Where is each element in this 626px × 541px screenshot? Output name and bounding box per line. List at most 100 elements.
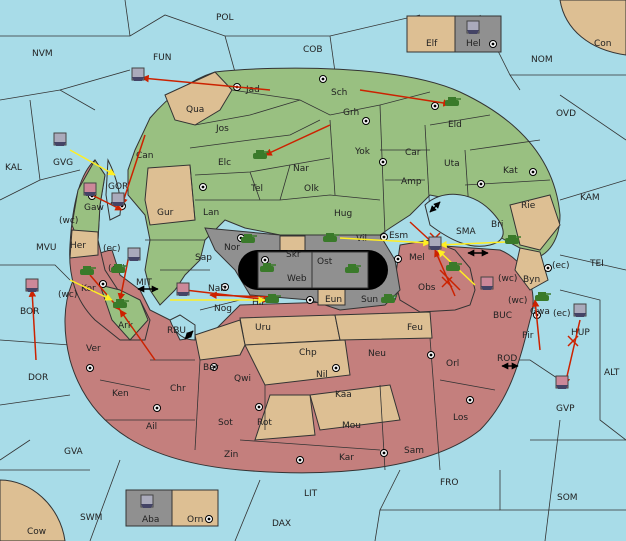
- sea-label-orn: Orn: [187, 515, 203, 525]
- sea-label-dor: DOR: [28, 373, 48, 383]
- coast-tag: (ec): [103, 244, 121, 254]
- land-label-yok: Yok: [354, 147, 371, 157]
- land-label-uru: Uru: [255, 323, 271, 333]
- fleet-unit[interactable]: [127, 247, 141, 261]
- land-label-neu: Neu: [368, 349, 386, 359]
- sea-label-gvp: GVP: [556, 404, 575, 414]
- land-label-mou: Mou: [342, 421, 361, 431]
- fleet-unit[interactable]: [111, 192, 125, 206]
- fleet-unit[interactable]: [53, 132, 67, 146]
- land-label-hil: Hil: [252, 298, 264, 308]
- sea-label-kam: KAM: [580, 193, 600, 203]
- land-label-nar: Nar: [293, 164, 309, 174]
- army-unit[interactable]: [265, 294, 281, 303]
- land-label-uta: Uta: [444, 159, 460, 169]
- army-unit[interactable]: [535, 292, 551, 301]
- fleet-unit[interactable]: [25, 278, 39, 292]
- sea-label-cob: COB: [303, 45, 323, 55]
- land-label-gwa: Gwa: [530, 307, 550, 317]
- land-label-qua: Qua: [186, 105, 204, 115]
- fleet-unit[interactable]: [573, 303, 587, 317]
- land-label-can: Can: [136, 151, 154, 161]
- land-label-sap: Sap: [195, 253, 212, 263]
- coast-tag: (wc): [58, 290, 77, 300]
- sea-label-mvu: MVU: [36, 243, 57, 253]
- sea-label-swm: SWM: [80, 513, 102, 523]
- sea-label-hel: Hel: [466, 39, 481, 49]
- fleet-unit[interactable]: [131, 67, 145, 81]
- territory-borders: [99, 89, 551, 471]
- land-label-nog: Nog: [214, 304, 232, 314]
- land-label-bar: Bar: [203, 363, 219, 373]
- sea-label-mit: MIT: [136, 278, 152, 288]
- land-label-sch: Sch: [331, 88, 347, 98]
- army-unit[interactable]: [241, 234, 257, 243]
- army-unit[interactable]: [323, 233, 339, 242]
- land-label-gaw: Gaw: [84, 203, 104, 213]
- land-label-qwi: Qwi: [234, 374, 251, 384]
- sea-label-sma: SMA: [456, 227, 476, 237]
- order-arrows: [28, 74, 581, 386]
- army-unit[interactable]: [505, 235, 521, 244]
- fleet-unit[interactable]: [428, 236, 442, 250]
- army-unit[interactable]: [113, 299, 129, 308]
- sea-label-pol: POL: [216, 13, 234, 23]
- land-label-grh: Grh: [343, 108, 359, 118]
- fleet-unit[interactable]: [176, 282, 190, 296]
- land-label-kar: Kar: [339, 453, 354, 463]
- army-unit[interactable]: [345, 264, 361, 273]
- land-label-nor: Nor: [224, 243, 240, 253]
- sea-label-elf: Elf: [426, 39, 438, 49]
- region-her: [69, 229, 99, 259]
- army-unit[interactable]: [253, 150, 269, 159]
- land-label-obs: Obs: [418, 283, 436, 293]
- land-label-rot: Rot: [257, 418, 272, 428]
- sea-label-rod: ROD: [497, 354, 517, 364]
- land-label-car: Car: [405, 148, 421, 158]
- land-label-kaa: Kaa: [335, 390, 352, 400]
- sea-label-fun: FUN: [153, 53, 172, 63]
- sea-label-bor: BOR: [20, 307, 39, 317]
- army-unit[interactable]: [80, 266, 96, 275]
- fleet-unit[interactable]: [466, 20, 480, 34]
- land-label-kat: Kat: [503, 166, 518, 176]
- land-label-web: Web: [287, 274, 307, 284]
- sea-label-gva: GVA: [64, 447, 84, 457]
- army-unit[interactable]: [446, 262, 462, 271]
- land-label-chp: Chp: [299, 348, 317, 358]
- land-label-nab: Nab: [208, 284, 226, 294]
- army-unit[interactable]: [260, 263, 276, 272]
- land-label-elc: Elc: [218, 158, 231, 168]
- land-label-gur: Gur: [157, 208, 174, 218]
- sea-label-tei: TEI: [589, 259, 604, 269]
- fleets: [25, 20, 587, 508]
- land-label-nil: Nil: [316, 370, 328, 380]
- sea-label-cow: Cow: [27, 527, 46, 537]
- sea-label-ovd: OVD: [556, 109, 576, 119]
- sea-label-alt: ALT: [604, 368, 620, 378]
- sea-label-som: SOM: [557, 493, 578, 503]
- army-unit[interactable]: [111, 264, 127, 273]
- fleet-unit[interactable]: [480, 276, 494, 290]
- sea-label-rbu: RBU: [167, 326, 186, 336]
- army-unit[interactable]: [381, 294, 397, 303]
- land-label-ken: Ken: [112, 389, 129, 399]
- fleet-unit[interactable]: [140, 494, 154, 508]
- sea-label-aba: Aba: [142, 515, 159, 525]
- army-unit[interactable]: [445, 97, 461, 106]
- land-label-esm: Esm: [389, 231, 408, 241]
- land-label-eld: Eld: [448, 120, 462, 130]
- sea-label-nvm: NVM: [32, 49, 53, 59]
- land-label-jad: Jad: [245, 85, 260, 95]
- land-label-jos: Jos: [215, 124, 229, 134]
- sea-label-lit: LIT: [304, 489, 318, 499]
- land-label-los: Los: [453, 413, 468, 423]
- fleet-unit[interactable]: [83, 182, 97, 196]
- sea-label-buc: BUC: [493, 311, 512, 321]
- land-label-ail: Ail: [146, 422, 157, 432]
- sea-label-hup: HUP: [571, 328, 590, 338]
- sea-label-dax: DAX: [272, 519, 291, 529]
- land-label-orl: Orl: [446, 359, 459, 369]
- orn-box: [171, 489, 219, 527]
- fleet-unit[interactable]: [555, 375, 569, 389]
